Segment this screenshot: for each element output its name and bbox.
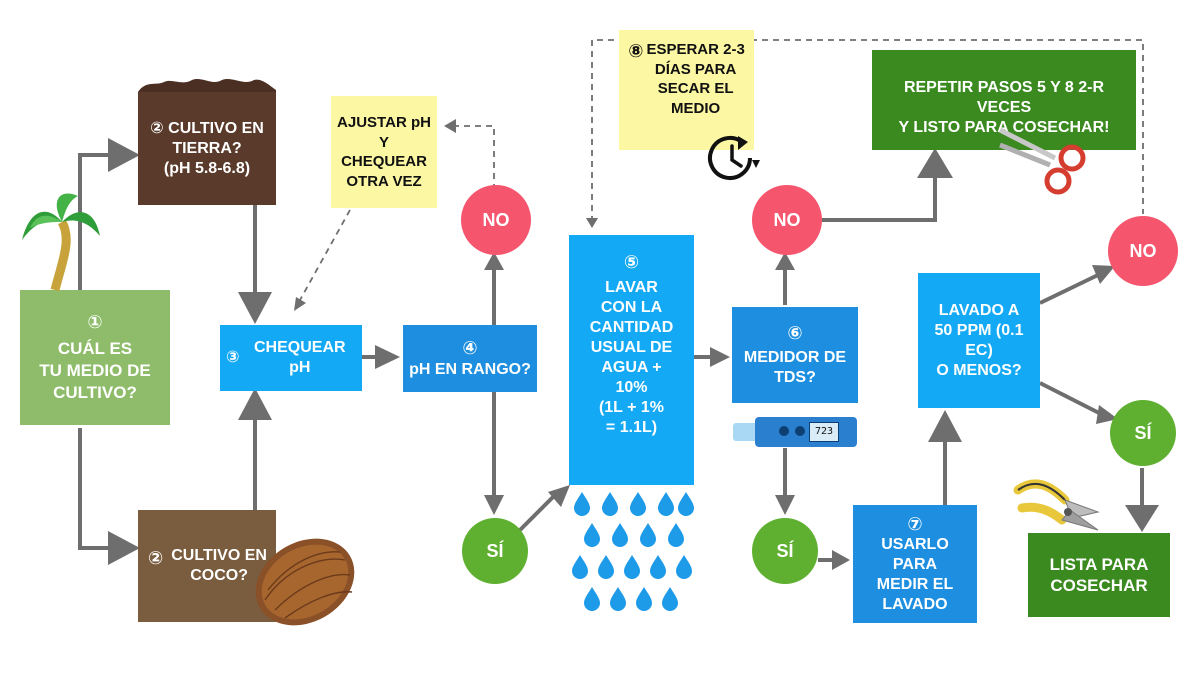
- node-check-ph: ③ CHEQUEAR pH: [220, 325, 362, 391]
- decision-no-3: NO: [1108, 216, 1178, 286]
- decision-no-2-label: NO: [773, 209, 801, 230]
- node-ppm-check-label: LAVADO A 50 PPM (0.1 EC) O MENOS?: [934, 301, 1024, 379]
- node-ready: LISTA PARA COSECHAR: [1028, 533, 1170, 617]
- decision-si-2: SÍ: [752, 518, 818, 584]
- arrow-start-soil: [78, 153, 120, 290]
- decision-si-2-label: SÍ: [776, 540, 794, 561]
- decision-si-1: SÍ: [462, 518, 528, 584]
- node-soil: ② CULTIVO EN TIERRA? (pH 5.8-6.8): [138, 92, 276, 205]
- node-check-ph-label: CHEQUEAR pH: [253, 339, 346, 376]
- step-1-number: ①: [87, 312, 103, 333]
- node-use-measure-label: USARLO PARA MEDIR EL LAVADO: [876, 536, 954, 614]
- step-4-number: ④: [462, 338, 478, 359]
- node-start: ① CUÁL ES TU MEDIO DE CULTIVO?: [20, 290, 170, 425]
- node-soil-label: CULTIVO EN TIERRA? (pH 5.8-6.8): [163, 119, 264, 177]
- note-wait-text: ESPERAR 2-3 DÍAS PARA SECAR EL MEDIO: [646, 41, 745, 117]
- step-6-number: ⑥: [787, 322, 803, 343]
- note-wait: ⑧ ESPERAR 2-3 DÍAS PARA SECAR EL MEDIO: [619, 30, 754, 150]
- decision-si-3: SÍ: [1110, 400, 1176, 466]
- note-adjust-ph-text: AJUSTAR pH Y CHEQUEAR OTRA VEZ: [337, 114, 431, 190]
- node-tds-label: MEDIDOR DE TDS?: [743, 349, 847, 387]
- step-3-number: ③: [226, 349, 240, 366]
- node-ph-range-label: pH EN RANGO?: [409, 360, 531, 378]
- decision-si-1-label: SÍ: [486, 540, 504, 561]
- step-7-number: ⑦: [907, 513, 923, 534]
- note-adjust-ph: AJUSTAR pH Y CHEQUEAR OTRA VEZ: [331, 96, 437, 208]
- decision-si-3-label: SÍ: [1134, 422, 1152, 443]
- node-wash: ⑤ LAVAR CON LA CANTIDAD USUAL DE AGUA + …: [569, 235, 694, 485]
- node-repeat: REPETIR PASOS 5 Y 8 2-R VECES Y LISTO PA…: [872, 50, 1136, 150]
- node-coco: ② CULTIVO EN COCO?: [138, 510, 276, 622]
- decision-no-3-label: NO: [1129, 240, 1157, 261]
- node-repeat-label: REPETIR PASOS 5 Y 8 2-R VECES Y LISTO PA…: [898, 79, 1110, 136]
- meter-display: 723: [809, 422, 839, 442]
- node-wash-label: LAVAR CON LA CANTIDAD USUAL DE AGUA + 10…: [589, 278, 674, 436]
- node-ppm-check: LAVADO A 50 PPM (0.1 EC) O MENOS?: [918, 273, 1040, 408]
- node-use-measure: ⑦ USARLO PARA MEDIR EL LAVADO: [853, 505, 977, 623]
- node-ready-label: LISTA PARA COSECHAR: [1049, 554, 1149, 595]
- node-start-label: CUÁL ES TU MEDIO DE CULTIVO?: [39, 338, 151, 402]
- node-tds: ⑥ MEDIDOR DE TDS?: [732, 307, 858, 403]
- step-2-number: ②: [150, 119, 164, 137]
- decision-no-1-label: NO: [482, 209, 510, 230]
- step-5-number: ⑤: [623, 252, 640, 272]
- tds-meter-icon: 723: [733, 417, 857, 447]
- decision-no-2: NO: [752, 185, 822, 255]
- node-coco-label: CULTIVO EN COCO?: [171, 547, 267, 584]
- step-2b-number: ②: [148, 547, 164, 568]
- decision-no-1: NO: [461, 185, 531, 255]
- step-8-number: ⑧: [628, 41, 644, 61]
- node-ph-range: ④ pH EN RANGO?: [403, 325, 537, 392]
- arrow-start-coco: [78, 428, 120, 550]
